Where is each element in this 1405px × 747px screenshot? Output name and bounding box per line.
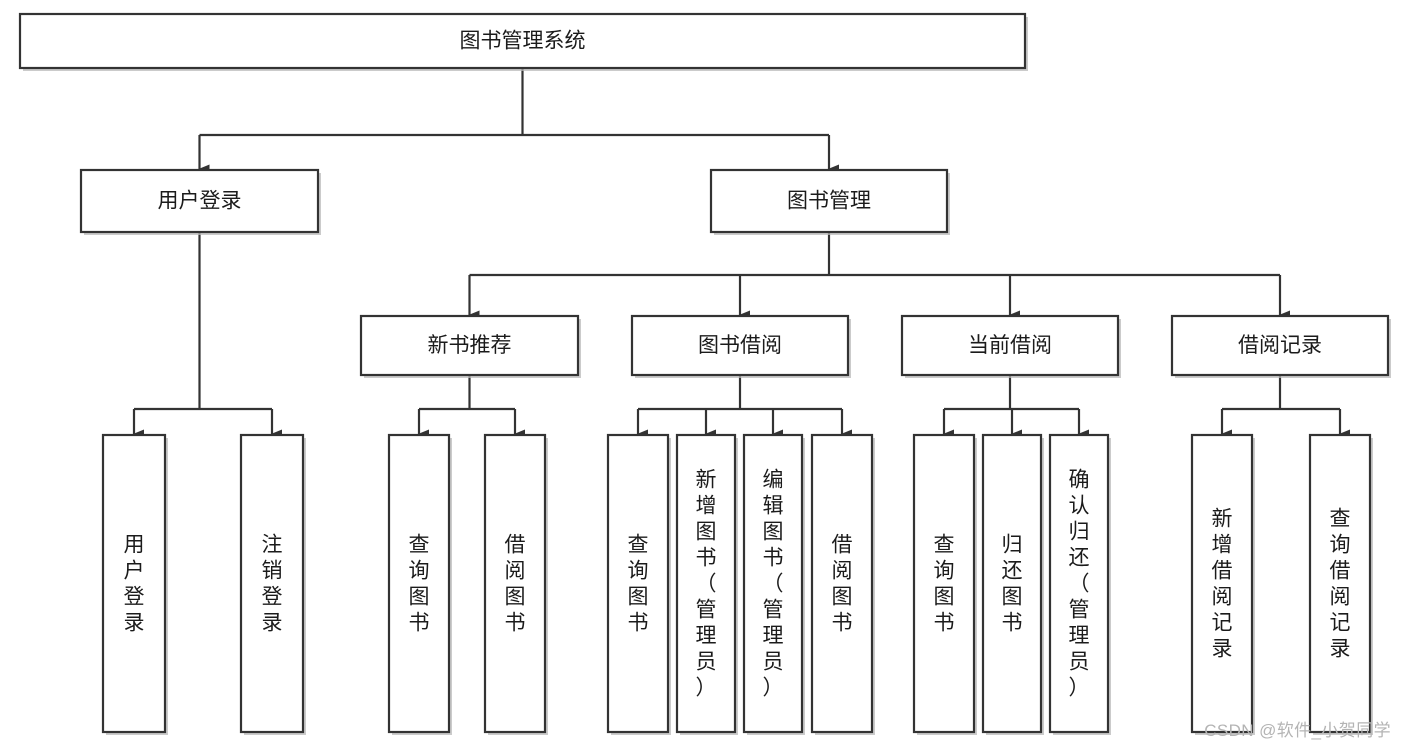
node-rect[interactable]: [981, 433, 1043, 734]
node-label: 图书管理系统: [460, 30, 586, 53]
branch-root: [198, 68, 839, 174]
branch-borrow-record: [1220, 375, 1350, 439]
node-rect[interactable]: [239, 433, 305, 734]
node-rect[interactable]: [101, 433, 167, 734]
node-rect[interactable]: [606, 433, 670, 734]
node-borrow-record[interactable]: 借阅记录: [1170, 314, 1391, 378]
watermark-label: CSDN @软件_小贺同学: [1204, 721, 1391, 740]
node-leaf-query-record[interactable]: 查询借阅记录: [1308, 433, 1373, 735]
node-label: 确认归还（管理员）: [1069, 469, 1090, 700]
node-label: 借阅记录: [1238, 334, 1322, 357]
node-leaf-borrow-book-1[interactable]: 借阅图书: [483, 433, 548, 735]
node-rect[interactable]: [483, 433, 547, 734]
node-rect[interactable]: [79, 168, 320, 234]
node-label: 查询图书: [628, 534, 649, 635]
node-new-book-recommend[interactable]: 新书推荐: [359, 314, 581, 378]
branch-current-borrow: [942, 375, 1089, 439]
node-leaf-user-login[interactable]: 用户登录: [101, 433, 168, 735]
node-label: 归还图书: [1002, 534, 1023, 635]
node-label: 图书管理: [787, 190, 871, 213]
node-rect[interactable]: [1048, 433, 1110, 734]
node-label: 新增图书（管理员）: [696, 469, 717, 700]
nodes-layer: 图书管理系统用户登录图书管理新书推荐图书借阅当前借阅借阅记录用户登录注销登录查询…: [18, 12, 1391, 735]
node-rect[interactable]: [1170, 314, 1390, 377]
node-rect[interactable]: [18, 12, 1027, 70]
node-current-borrow[interactable]: 当前借阅: [900, 314, 1121, 378]
node-rect[interactable]: [912, 433, 976, 734]
node-user-login[interactable]: 用户登录: [79, 168, 321, 235]
node-leaf-query-book-3[interactable]: 查询图书: [912, 433, 977, 735]
node-rect[interactable]: [810, 433, 874, 734]
node-label: 用户登录: [124, 534, 145, 635]
node-rect[interactable]: [742, 433, 804, 734]
node-rect[interactable]: [1308, 433, 1372, 734]
branch-book-borrow: [636, 375, 852, 439]
node-leaf-confirm-return[interactable]: 确认归还（管理员）: [1048, 433, 1111, 735]
node-leaf-user-logout[interactable]: 注销登录: [239, 433, 306, 735]
node-label: 用户登录: [158, 190, 242, 213]
node-leaf-query-book-1[interactable]: 查询图书: [387, 433, 452, 735]
node-label: 图书借阅: [698, 334, 782, 357]
node-leaf-query-book-2[interactable]: 查询图书: [606, 433, 671, 735]
node-rect[interactable]: [1190, 433, 1254, 734]
branch-user-login: [132, 232, 282, 439]
node-label: 编辑图书（管理员）: [763, 469, 784, 700]
node-label: 借阅图书: [832, 534, 853, 635]
branch-book-manage: [468, 232, 1290, 320]
node-leaf-return-book[interactable]: 归还图书: [981, 433, 1044, 735]
branch-new-book-recommend: [417, 375, 525, 439]
node-rect[interactable]: [630, 314, 850, 377]
node-label: 查询借阅记录: [1330, 508, 1351, 661]
node-label: 当前借阅: [968, 334, 1052, 357]
node-leaf-borrow-book-2[interactable]: 借阅图书: [810, 433, 875, 735]
node-root[interactable]: 图书管理系统: [18, 12, 1028, 71]
node-rect[interactable]: [675, 433, 737, 734]
node-leaf-add-book[interactable]: 新增图书（管理员）: [675, 433, 738, 735]
node-rect[interactable]: [900, 314, 1120, 377]
connectors-layer: [132, 68, 1350, 439]
node-label: 新书推荐: [428, 334, 512, 357]
node-label: 借阅图书: [505, 534, 526, 635]
node-label: 查询图书: [409, 534, 430, 635]
node-book-borrow[interactable]: 图书借阅: [630, 314, 851, 378]
node-label: 查询图书: [934, 534, 955, 635]
node-rect[interactable]: [387, 433, 451, 734]
node-leaf-add-record[interactable]: 新增借阅记录: [1190, 433, 1255, 735]
node-label: 注销登录: [262, 534, 283, 635]
node-label: 新增借阅记录: [1212, 508, 1233, 661]
node-rect[interactable]: [709, 168, 949, 234]
node-rect[interactable]: [359, 314, 580, 377]
node-book-manage[interactable]: 图书管理: [709, 168, 950, 235]
node-leaf-edit-book[interactable]: 编辑图书（管理员）: [742, 433, 805, 735]
